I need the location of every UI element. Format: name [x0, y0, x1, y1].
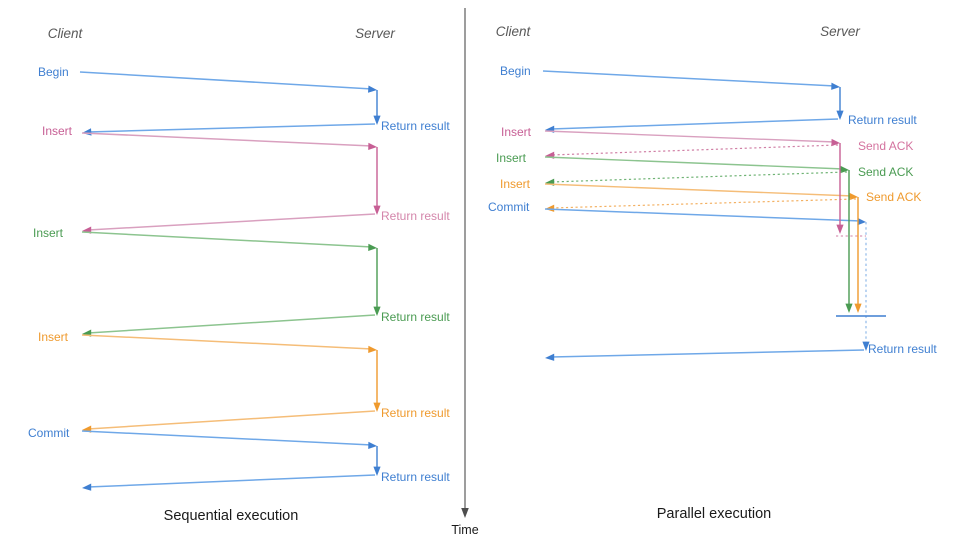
- message-return-result-2-parallel: Return result: [545, 342, 937, 361]
- message-label-return-result-1: Return result: [381, 119, 450, 133]
- arrowhead: [368, 441, 377, 449]
- message-line: [544, 183, 854, 197]
- message-send-ack-2-parallel: Send ACK: [545, 165, 913, 186]
- message-send-ack-1-parallel: Send ACK: [545, 139, 913, 159]
- message-line: [87, 213, 376, 231]
- message-label-insert-3: Insert: [500, 177, 531, 191]
- message-begin-sequential: Begin: [38, 65, 377, 93]
- message-line: [87, 123, 376, 133]
- message-line-dotted: [550, 171, 848, 183]
- activation-bar-arrowhead: [836, 224, 844, 234]
- arrowhead: [368, 243, 377, 251]
- message-insert-2-sequential: Insert: [33, 226, 377, 251]
- message-return-result-2-sequential: Return result: [82, 209, 450, 234]
- message-label-return-result-1: Return result: [848, 113, 917, 127]
- panel-sequential: Client Server Begin Return result Insert: [28, 26, 450, 524]
- message-line-dotted: [550, 198, 857, 209]
- message-label-insert-3: Insert: [38, 330, 69, 344]
- caption-parallel: Parallel execution: [657, 506, 771, 522]
- message-line: [550, 349, 865, 358]
- panel-parallel: Client Server Begin Return result Insert…: [488, 24, 937, 522]
- message-begin-parallel: Begin: [500, 64, 840, 90]
- message-line: [81, 430, 373, 446]
- time-axis-group: Time: [451, 8, 479, 537]
- message-insert-1-parallel: Insert: [501, 125, 840, 147]
- message-label-send-ack-3: Send ACK: [866, 190, 921, 204]
- arrowhead: [545, 353, 555, 361]
- message-label-return-result-5: Return result: [381, 470, 450, 484]
- message-line: [79, 71, 373, 90]
- activation-bar-arrowhead: [373, 306, 381, 316]
- message-line: [544, 130, 836, 143]
- message-return-result-3-sequential: Return result: [82, 310, 450, 337]
- message-label-commit: Commit: [488, 200, 530, 214]
- activation-bar-arrowhead: [845, 303, 853, 313]
- arrowhead: [857, 217, 866, 226]
- message-label-return-result-3: Return result: [381, 310, 450, 324]
- message-insert-1-sequential: Insert: [42, 124, 377, 150]
- message-label-insert-2: Insert: [33, 226, 64, 240]
- message-label-return-result-2: Return result: [381, 209, 450, 223]
- client-actor-label-sequential: Client: [48, 26, 84, 41]
- message-return-result-4-sequential: Return result: [82, 406, 450, 433]
- arrowhead: [831, 138, 840, 147]
- server-actor-label-sequential: Server: [355, 26, 395, 41]
- message-label-return-result-4: Return result: [381, 406, 450, 420]
- arrowhead: [368, 345, 377, 353]
- message-send-ack-3-parallel: Send ACK: [545, 190, 921, 212]
- activation-bar-arrowhead: [373, 115, 381, 125]
- time-axis-arrowhead: [461, 508, 469, 518]
- message-label-insert-1: Insert: [42, 124, 73, 138]
- arrowhead: [368, 142, 377, 150]
- message-label-send-ack-2: Send ACK: [858, 165, 913, 179]
- server-actor-label-parallel: Server: [820, 24, 860, 39]
- message-label-begin: Begin: [38, 65, 69, 79]
- message-insert-3-sequential: Insert: [38, 330, 377, 353]
- message-line: [87, 314, 376, 334]
- message-label-insert-1: Insert: [501, 125, 532, 139]
- client-actor-label-parallel: Client: [496, 24, 532, 39]
- activation-bar-arrowhead: [836, 110, 844, 120]
- message-line: [87, 410, 376, 430]
- message-label-return-result-2: Return result: [868, 342, 937, 356]
- message-line: [544, 156, 845, 170]
- message-insert-3-parallel: Insert: [500, 177, 858, 201]
- message-line-dotted: [550, 144, 839, 156]
- time-axis-label: Time: [451, 523, 478, 537]
- message-return-result-5-sequential: Return result: [82, 470, 450, 491]
- arrowhead: [545, 204, 555, 212]
- activation-bar-arrowhead: [373, 466, 381, 476]
- message-label-send-ack-1: Send ACK: [858, 139, 913, 153]
- arrowhead: [831, 82, 840, 90]
- arrowhead: [82, 128, 92, 136]
- message-label-begin: Begin: [500, 64, 531, 78]
- message-line: [87, 474, 376, 488]
- arrowhead: [368, 85, 377, 93]
- activation-bar-arrowhead: [373, 402, 381, 412]
- message-line: [544, 208, 862, 222]
- message-line: [542, 70, 836, 87]
- message-return-result-1-parallel: Return result: [545, 113, 917, 133]
- message-label-insert-2: Insert: [496, 151, 527, 165]
- caption-sequential: Sequential execution: [164, 508, 299, 524]
- message-insert-2-parallel: Insert: [496, 151, 849, 174]
- arrowhead: [82, 483, 92, 491]
- message-line: [550, 118, 839, 130]
- arrowhead: [849, 192, 858, 201]
- message-line: [81, 334, 373, 350]
- activation-bar-arrowhead: [373, 205, 381, 215]
- activation-bar-arrowhead: [862, 341, 870, 351]
- message-return-result-1-sequential: Return result: [82, 119, 450, 136]
- message-line: [81, 132, 373, 147]
- message-line: [81, 231, 373, 248]
- activation-bar-arrowhead: [854, 303, 862, 313]
- arrowhead: [840, 165, 849, 174]
- message-commit-parallel: Commit: [488, 200, 866, 226]
- message-commit-sequential: Commit: [28, 426, 377, 449]
- message-label-commit: Commit: [28, 426, 70, 440]
